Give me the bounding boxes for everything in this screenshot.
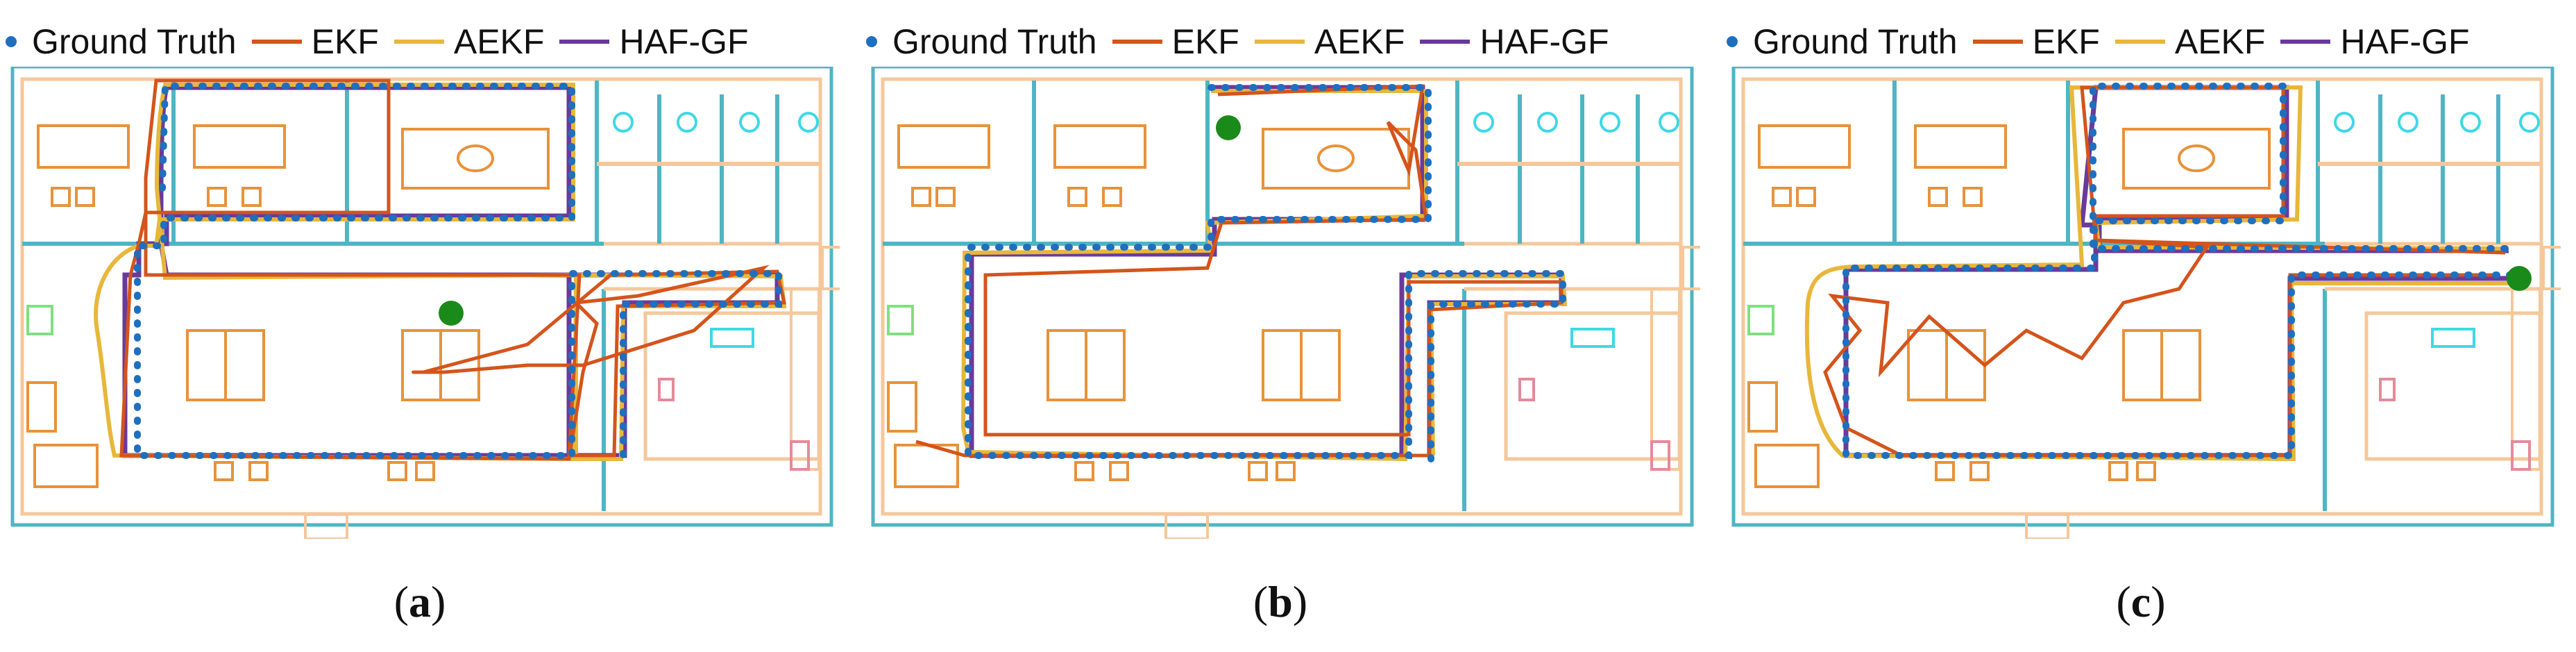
panel-b: Ground Truth EKF AEKF HAF-GF [861, 0, 1700, 652]
caption-letter: c [2130, 577, 2151, 626]
trajectory-ekf [119, 78, 787, 461]
trajectory-aekf [1804, 85, 2512, 462]
line-marker-icon [393, 40, 444, 44]
legend-item-ekf: EKF [1972, 22, 2100, 62]
legend-label: Ground Truth [1753, 22, 1958, 61]
legend-item-haf-gf: HAF-GF [559, 22, 749, 62]
legend-item-ground-truth: Ground Truth [1727, 22, 1958, 62]
panel-c: Ground Truth EKF AEKF HAF-GF [1721, 0, 2561, 652]
caption-open: ( [393, 577, 409, 626]
caption-close: ) [2151, 577, 2166, 626]
line-marker-icon [2280, 40, 2331, 44]
legend: Ground Truth EKF AEKF HAF-GF [1727, 14, 2485, 69]
caption-open: ( [1253, 577, 1269, 626]
legend-item-haf-gf: HAF-GF [2280, 22, 2470, 62]
trajectory-ground-truth [1842, 83, 2514, 459]
legend: Ground Truth EKF AEKF HAF-GF [6, 14, 764, 69]
panel-a: Ground Truth EKF AEKF HAF-GF [0, 0, 840, 652]
floor-plan-map [1731, 67, 2561, 539]
caption-letter: b [1268, 577, 1293, 626]
line-marker-icon [1972, 40, 2023, 44]
legend-item-ground-truth: Ground Truth [866, 22, 1097, 62]
legend-label: HAF-GF [619, 22, 749, 61]
caption-letter: a [409, 577, 431, 626]
floor-plan-map [10, 67, 840, 539]
legend: Ground Truth EKF AEKF HAF-GF [866, 14, 1625, 69]
line-marker-icon [251, 40, 302, 44]
start-point-marker [439, 301, 464, 326]
line-marker-icon [2115, 40, 2165, 44]
legend-label: HAF-GF [2340, 22, 2470, 61]
legend-item-ground-truth: Ground Truth [6, 22, 237, 62]
dot-marker-icon [6, 36, 17, 47]
dot-marker-icon [866, 36, 877, 47]
legend-label: EKF [311, 22, 379, 61]
floor-plan [871, 67, 1700, 539]
panel-caption: (c) [1721, 576, 2561, 628]
start-point-marker [2507, 266, 2532, 291]
legend-label: AEKF [2174, 22, 2266, 61]
line-marker-icon [1254, 40, 1305, 44]
legend-item-aekf: AEKF [393, 22, 545, 62]
legend-label: HAF-GF [1480, 22, 1609, 61]
floor-plan-map [871, 67, 1700, 539]
caption-open: ( [2116, 577, 2131, 626]
legend-label: EKF [1171, 22, 1239, 61]
legend-item-ekf: EKF [251, 22, 379, 62]
panel-caption: (a) [0, 576, 840, 628]
legend-item-ekf: EKF [1112, 22, 1239, 62]
legend-label: Ground Truth [32, 22, 237, 61]
line-marker-icon [559, 40, 610, 44]
trajectory-ground-truth [134, 83, 782, 459]
line-marker-icon [1112, 40, 1162, 44]
line-marker-icon [1420, 40, 1471, 44]
caption-close: ) [1292, 577, 1308, 626]
dot-marker-icon [1727, 36, 1738, 47]
floor-plan [1731, 67, 2561, 539]
start-point-marker [1216, 115, 1241, 140]
legend-label: AEKF [1314, 22, 1405, 61]
caption-close: ) [431, 577, 446, 626]
legend-item-haf-gf: HAF-GF [1420, 22, 1609, 62]
legend-label: Ground Truth [892, 22, 1097, 61]
panel-caption: (b) [861, 576, 1700, 628]
trajectory-ground-truth [965, 84, 1566, 466]
legend-label: EKF [2032, 22, 2100, 61]
legend-item-aekf: AEKF [2115, 22, 2266, 62]
legend-label: AEKF [453, 22, 545, 61]
legend-item-aekf: AEKF [1254, 22, 1405, 62]
